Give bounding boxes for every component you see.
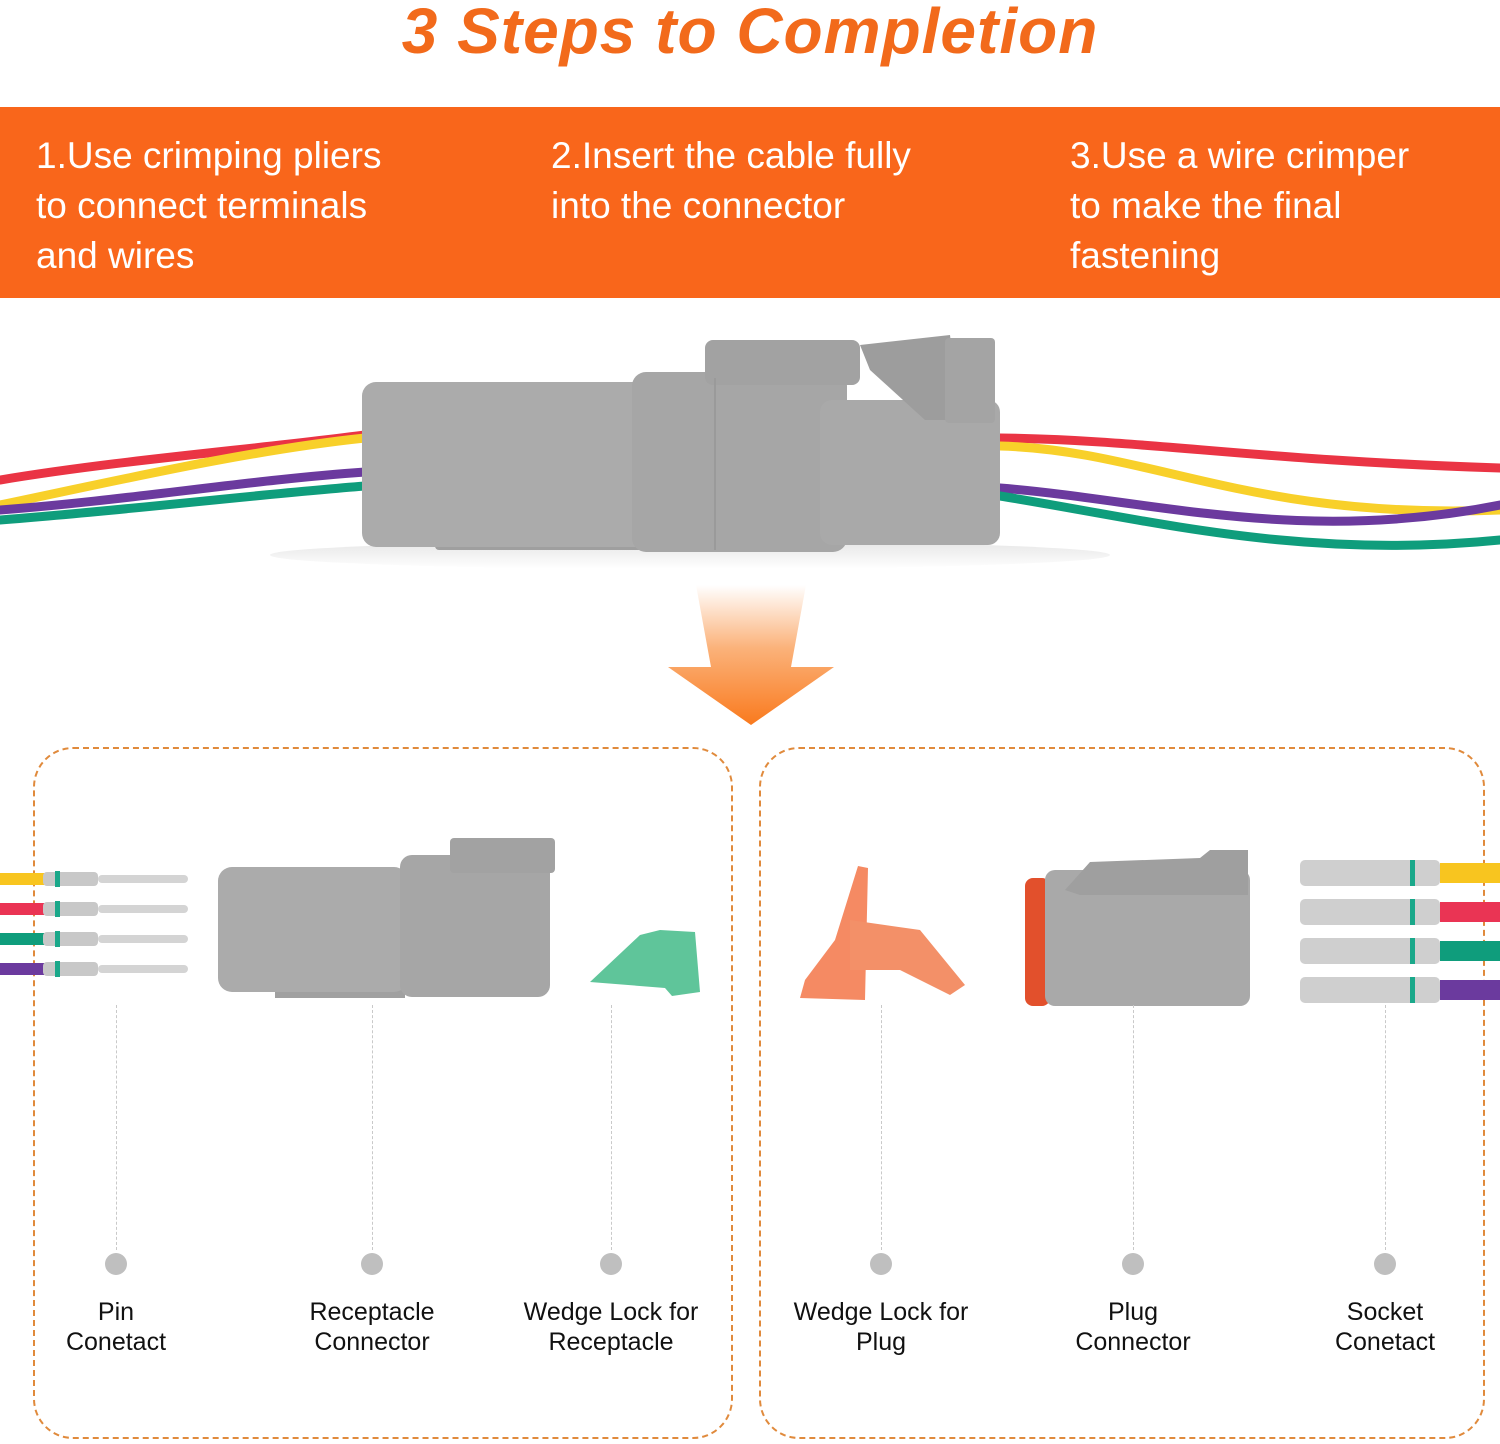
pin-contact-green <box>0 931 188 947</box>
receptacle-parts-panel <box>33 747 733 1439</box>
right-wires <box>995 433 1500 550</box>
page-title: 3 Steps to Completion <box>401 0 1099 67</box>
wedge-lock-receptacle <box>590 930 700 996</box>
plug-connector <box>1025 850 1250 1006</box>
socket-contact-green <box>1300 938 1500 964</box>
left-wires <box>0 430 370 525</box>
callout-dot <box>361 1253 383 1275</box>
wire-yellow-left <box>0 433 370 510</box>
wire-purple-right <box>995 483 1500 526</box>
pin-contact-yellow <box>0 871 188 887</box>
label-wedge-lock-plug: Wedge Lock for Plug <box>793 1298 969 1356</box>
callout-dot <box>870 1253 892 1275</box>
label-pin-contact: Pin Conetact <box>65 1298 167 1356</box>
wire-green-right <box>995 491 1500 550</box>
callout-line <box>1385 1005 1386 1250</box>
step-1-text: 1.Use crimping pliers to connect termina… <box>36 135 382 276</box>
wire-yellow-right <box>995 441 1500 516</box>
socket-contact-red <box>1300 899 1500 925</box>
label-receptacle-connector: Receptacle Connector <box>309 1298 435 1356</box>
callout-dot <box>1374 1253 1396 1275</box>
receptacle-connector <box>218 838 555 998</box>
callout-dot <box>600 1253 622 1275</box>
wedge-lock-plug <box>800 866 965 1000</box>
label-plug-connector: Plug Connector <box>1075 1298 1191 1356</box>
wire-purple-left <box>0 467 370 515</box>
plug-parts-panel <box>759 747 1485 1439</box>
socket-contact-yellow <box>1300 860 1500 886</box>
step-3-text: 3.Use a wire crimper to make the final f… <box>1070 135 1410 276</box>
callout-dot <box>105 1253 127 1275</box>
down-arrow-icon <box>668 585 834 725</box>
callout-dot <box>1122 1253 1144 1275</box>
socket-contacts <box>1300 860 1500 1003</box>
parts-illustration <box>0 838 1500 1006</box>
socket-contact-purple <box>1300 977 1500 1003</box>
connector-body <box>362 335 1000 552</box>
pin-contact-red <box>0 901 188 917</box>
wire-red-right <box>995 433 1500 473</box>
wire-green-left <box>0 481 370 525</box>
callout-line <box>372 1005 373 1250</box>
callout-line <box>1133 1005 1134 1250</box>
callout-line <box>116 1005 117 1250</box>
label-socket-contact: Socket Conetact <box>1334 1298 1436 1356</box>
pin-contact-purple <box>0 961 188 977</box>
label-wedge-lock-receptacle: Wedge Lock for Receptacle <box>523 1298 699 1356</box>
assembled-connector-image <box>0 335 1500 569</box>
pin-contacts <box>0 871 188 977</box>
steps-banner: 1.Use crimping pliers to connect termina… <box>0 107 1500 298</box>
callout-line <box>611 1005 612 1250</box>
callout-line <box>881 1005 882 1250</box>
step-2-text: 2.Insert the cable fully into the connec… <box>551 135 911 226</box>
